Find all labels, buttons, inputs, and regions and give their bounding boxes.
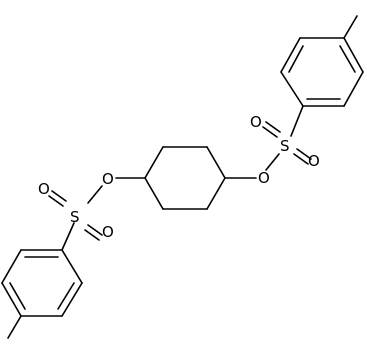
sulfonyl-oxygen-left-top-label: O xyxy=(38,180,50,198)
left-sulfonate-group xyxy=(48,185,103,251)
atom-labels: O O S S O O O O xyxy=(38,113,320,241)
left-tolyl-ring xyxy=(1,249,83,339)
sulfonyl-oxygen-right-top-label: O xyxy=(250,113,262,131)
sulfonyl-oxygen-left-bottom-label: O xyxy=(102,223,114,241)
right-sulfonate-group xyxy=(262,105,312,171)
ester-oxygen-left-label: O xyxy=(102,170,114,188)
cyclohexane-ring xyxy=(144,146,226,210)
sulfonyl-oxygen-right-bottom-label: O xyxy=(308,152,320,170)
right-tolyl-ring xyxy=(280,15,364,107)
sulfur-left-label: S xyxy=(70,208,80,226)
ester-oxygen-right-label: O xyxy=(258,169,270,187)
sulfur-right-label: S xyxy=(280,137,290,155)
